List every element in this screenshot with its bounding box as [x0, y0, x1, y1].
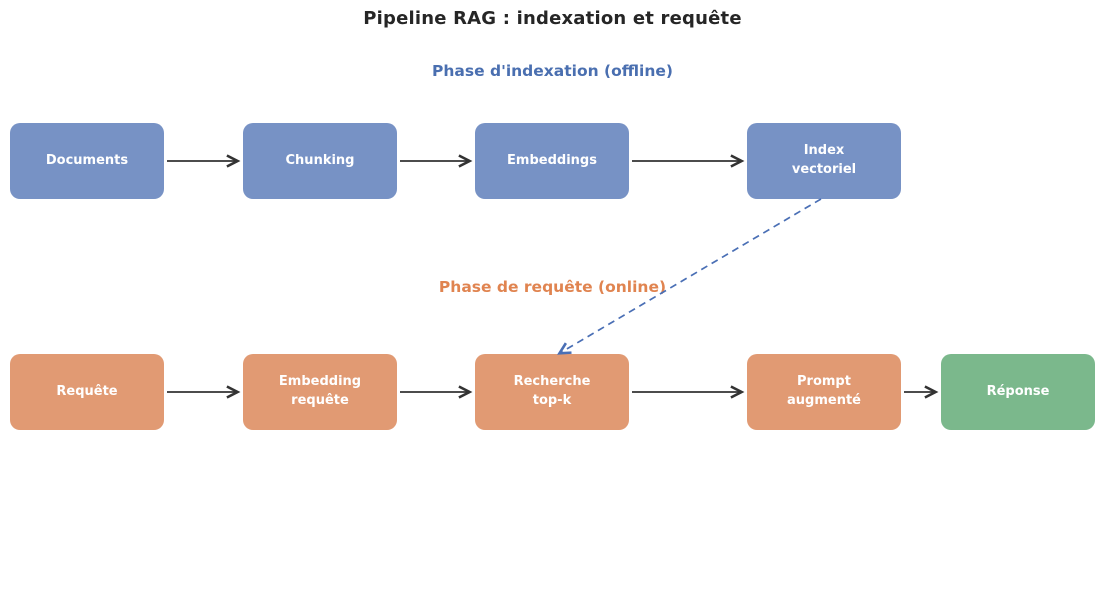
node-recherche-top-k: Recherche top-k — [475, 354, 629, 430]
node-embeddings-label: Embeddings — [507, 152, 597, 168]
node-embeddings: Embeddings — [475, 123, 629, 199]
dashed-arrow-index-recherche — [557, 198, 822, 355]
node-embedding-requete: Embedding requête — [243, 354, 397, 430]
node-prompt-augmente: Prompt augmenté — [747, 354, 901, 430]
node-requete: Requête — [10, 354, 164, 430]
node-index-vectoriel-label: Index vectoriel — [791, 143, 857, 177]
node-index-vectoriel: Index vectoriel — [747, 123, 901, 199]
diagram-title: Pipeline RAG : indexation et requête — [363, 8, 742, 29]
offline-section-heading: Phase d'indexation (offline) — [431, 62, 674, 80]
node-documents: Documents — [10, 123, 164, 199]
node-embedding-requete-label: Embedding requête — [278, 374, 362, 408]
online-section-heading: Phase de requête (online) — [438, 278, 667, 296]
node-chunking-label: Chunking — [285, 152, 355, 168]
node-prompt-augmente-label: Prompt augmenté — [787, 374, 861, 408]
node-requete-label: Requête — [56, 383, 118, 399]
node-reponse: Réponse — [941, 354, 1095, 430]
node-recherche-top-k-label: Recherche top-k — [513, 374, 591, 408]
node-chunking: Chunking — [243, 123, 397, 199]
node-documents-label: Documents — [45, 152, 129, 168]
node-reponse-label: Réponse — [986, 383, 1050, 399]
